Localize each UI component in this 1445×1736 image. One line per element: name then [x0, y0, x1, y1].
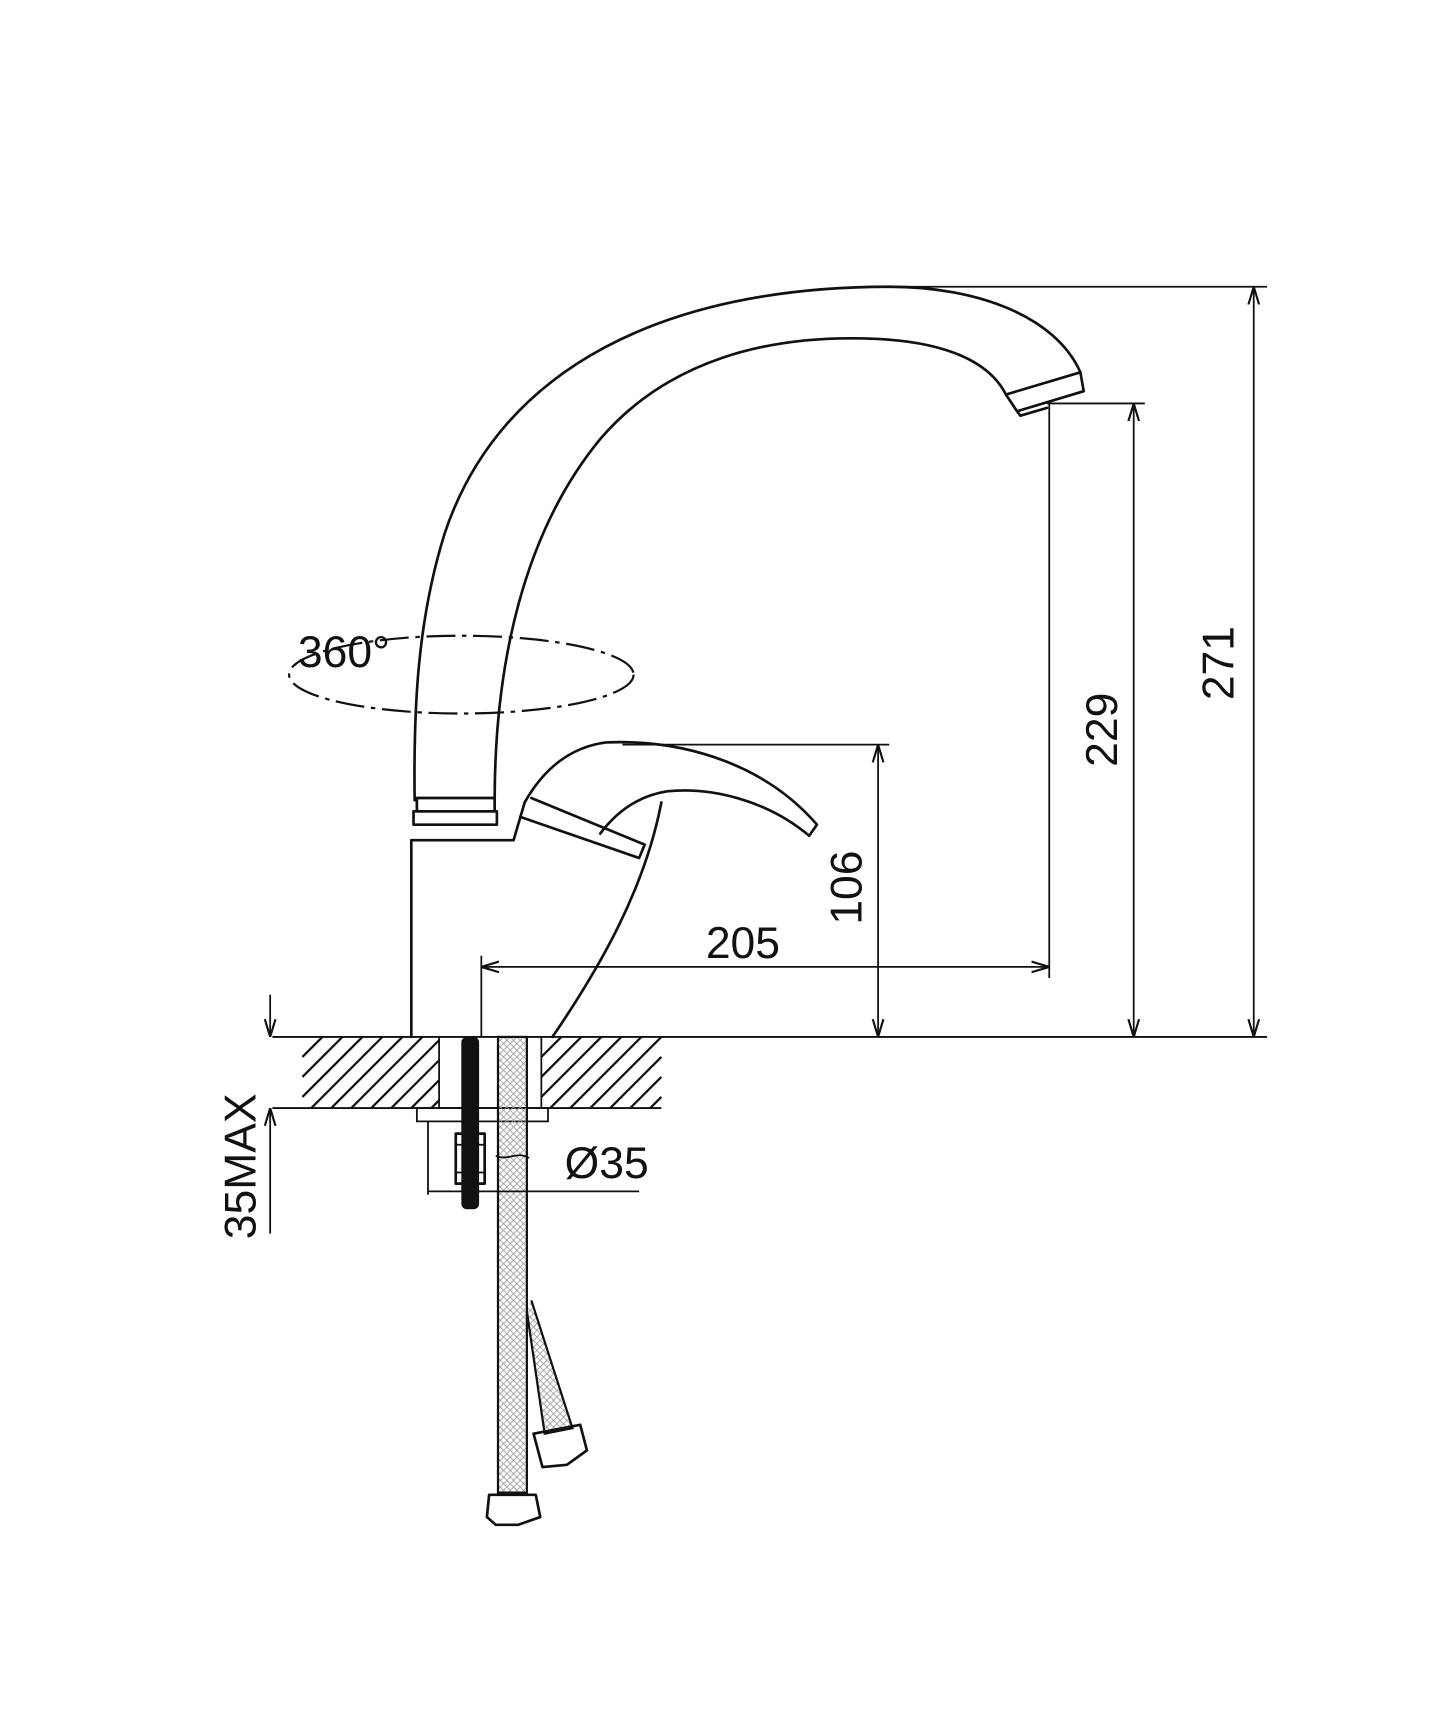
hatch-line [310, 1036, 384, 1109]
hatch-line [350, 1036, 424, 1109]
hatch-line [589, 1036, 663, 1109]
dim-outlet-height: 229 [1078, 693, 1127, 767]
spout [413, 285, 1086, 802]
dim-handle-height: 106 [822, 851, 871, 925]
hatch-line [301, 1036, 364, 1098]
hatch-line [430, 1099, 440, 1109]
rotation-label: 360° [298, 628, 390, 677]
spout-nozzle [1004, 370, 1086, 413]
lever-handle [518, 740, 819, 1039]
hatch-line [540, 1036, 583, 1078]
hatch-line [540, 1036, 563, 1058]
hatch-line [301, 1036, 344, 1078]
dim-spout-reach: 205 [706, 919, 780, 968]
hatch-line [370, 1039, 440, 1109]
hatch-line [410, 1079, 440, 1109]
hatch-line [649, 1096, 663, 1109]
dim-max-thickness: 35MAX [217, 1093, 266, 1239]
supply-hoses [485, 1035, 589, 1527]
mounting-stud [454, 1036, 486, 1210]
faucet-body [409, 801, 527, 1039]
hatch-line [609, 1056, 663, 1109]
hatch-line [629, 1076, 663, 1109]
swivel-collar [412, 796, 499, 826]
hatch-line [540, 1036, 603, 1098]
countertop-section [272, 1036, 1268, 1123]
dim-hole-diameter: Ø35 [565, 1139, 649, 1188]
hatch-line [330, 1036, 404, 1109]
hatch-line [301, 1036, 324, 1058]
hatch-line [390, 1059, 440, 1109]
dimension-lines [270, 285, 1268, 1234]
hatch-line [569, 1036, 643, 1109]
hatch-line [549, 1036, 623, 1109]
dim-total-height: 271 [1195, 626, 1244, 700]
rotation-indicator: 360° [287, 628, 635, 715]
